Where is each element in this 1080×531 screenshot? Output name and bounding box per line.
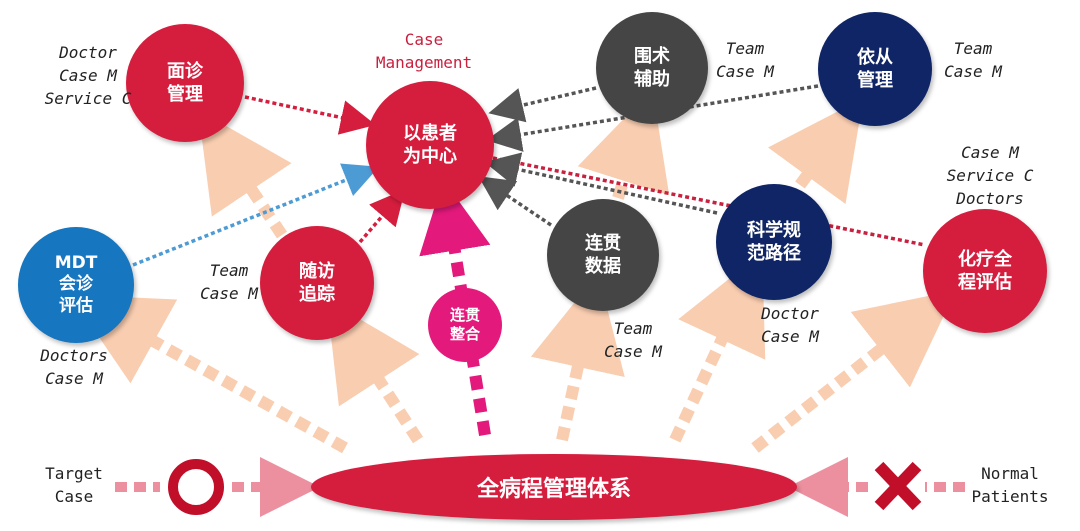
red-dotted-arrows [244, 95, 406, 244]
target-case-label: Target Case [45, 464, 103, 506]
face-line2: 管理 [167, 84, 203, 105]
pathway-roles: Doctor Case M [761, 304, 819, 346]
node-followup: 随访 追踪 [260, 226, 374, 340]
face-consult-roles: Doctor Case M Service C [44, 43, 132, 108]
followup-roles: Team Case M [200, 261, 258, 303]
arrow-followup-to-center [358, 189, 406, 244]
arrow-surgery-to-center [488, 86, 597, 123]
node-integration: 连贯 整合 [428, 288, 502, 362]
pathway-line2: 范路径 [747, 243, 801, 264]
surgery-line2: 辅助 [634, 69, 670, 90]
surgery-line1: 围术 [634, 45, 670, 67]
arrow-system-to-followup [326, 299, 424, 444]
followup-line1: 随访 [299, 260, 335, 282]
pathway-line1: 科学规 [747, 219, 801, 241]
reject-x-icon [874, 461, 922, 511]
arrow-pathway-to-compliance [767, 98, 864, 205]
center-line1: 以患者 [403, 122, 457, 144]
arrow-system-to-mdt [70, 294, 348, 454]
normal-patients-label: Normal Patients [971, 464, 1049, 506]
target-ring-icon [168, 459, 224, 515]
compliance-roles: Team Case M [944, 39, 1002, 81]
upward-flow-arrows [70, 89, 956, 454]
mdt-roles: Doctors Case M [40, 346, 108, 388]
arrow-system-to-data [530, 273, 625, 442]
case-management-label: Case Management [375, 30, 473, 72]
data-line1: 连贯 [585, 232, 621, 254]
arrow-face-to-center [244, 95, 376, 135]
integration-line1: 连贯 [449, 305, 480, 324]
node-coherent-data: 连贯 数据 [547, 199, 659, 311]
full-course-management-system: 全病程管理体系 [311, 454, 797, 520]
node-face-consultation: 面诊 管理 [126, 24, 244, 142]
followup-line2: 追踪 [299, 284, 335, 305]
face-line1: 面诊 [167, 60, 203, 82]
chemo-line2: 程评估 [958, 272, 1012, 293]
line-center-to-chemo [492, 156, 926, 247]
arrow-data-to-surgery [577, 89, 670, 200]
compliance-line1: 依从 [857, 46, 893, 68]
surgery-roles: Team Case M [716, 39, 774, 81]
arrow-system-to-chemo [751, 290, 956, 453]
mdt-line2: 会诊 [59, 274, 93, 295]
arrow-data-to-center [478, 176, 552, 227]
data-line2: 数据 [585, 256, 621, 277]
node-chemo-assessment: 化疗全 程评估 [923, 209, 1047, 333]
integration-arrow [419, 179, 491, 436]
integration-line2: 整合 [449, 325, 480, 343]
node-standard-pathway: 科学规 范路径 [716, 184, 832, 300]
chemo-roles: Case M Service C Doctors [946, 143, 1034, 208]
node-mdt-assessment: MDT 会诊 评估 [18, 227, 134, 343]
arrow-pathway-to-center [484, 152, 718, 215]
arrow-followup-to-face [198, 110, 292, 239]
mdt-line1: MDT [54, 253, 98, 274]
center-line2: 为中心 [403, 146, 457, 167]
node-patient-centered: 以患者 为中心 [366, 81, 494, 209]
arrow-integration-to-center [419, 179, 491, 436]
arrow-system-to-pathway [669, 252, 766, 443]
node-surgery-assist: 围术 辅助 [596, 12, 708, 124]
compliance-line2: 管理 [857, 70, 893, 91]
data-roles: Team Case M [604, 319, 662, 361]
mdt-line3: 评估 [59, 295, 93, 316]
chemo-line1: 化疗全 [958, 248, 1012, 270]
node-compliance: 依从 管理 [818, 12, 932, 126]
